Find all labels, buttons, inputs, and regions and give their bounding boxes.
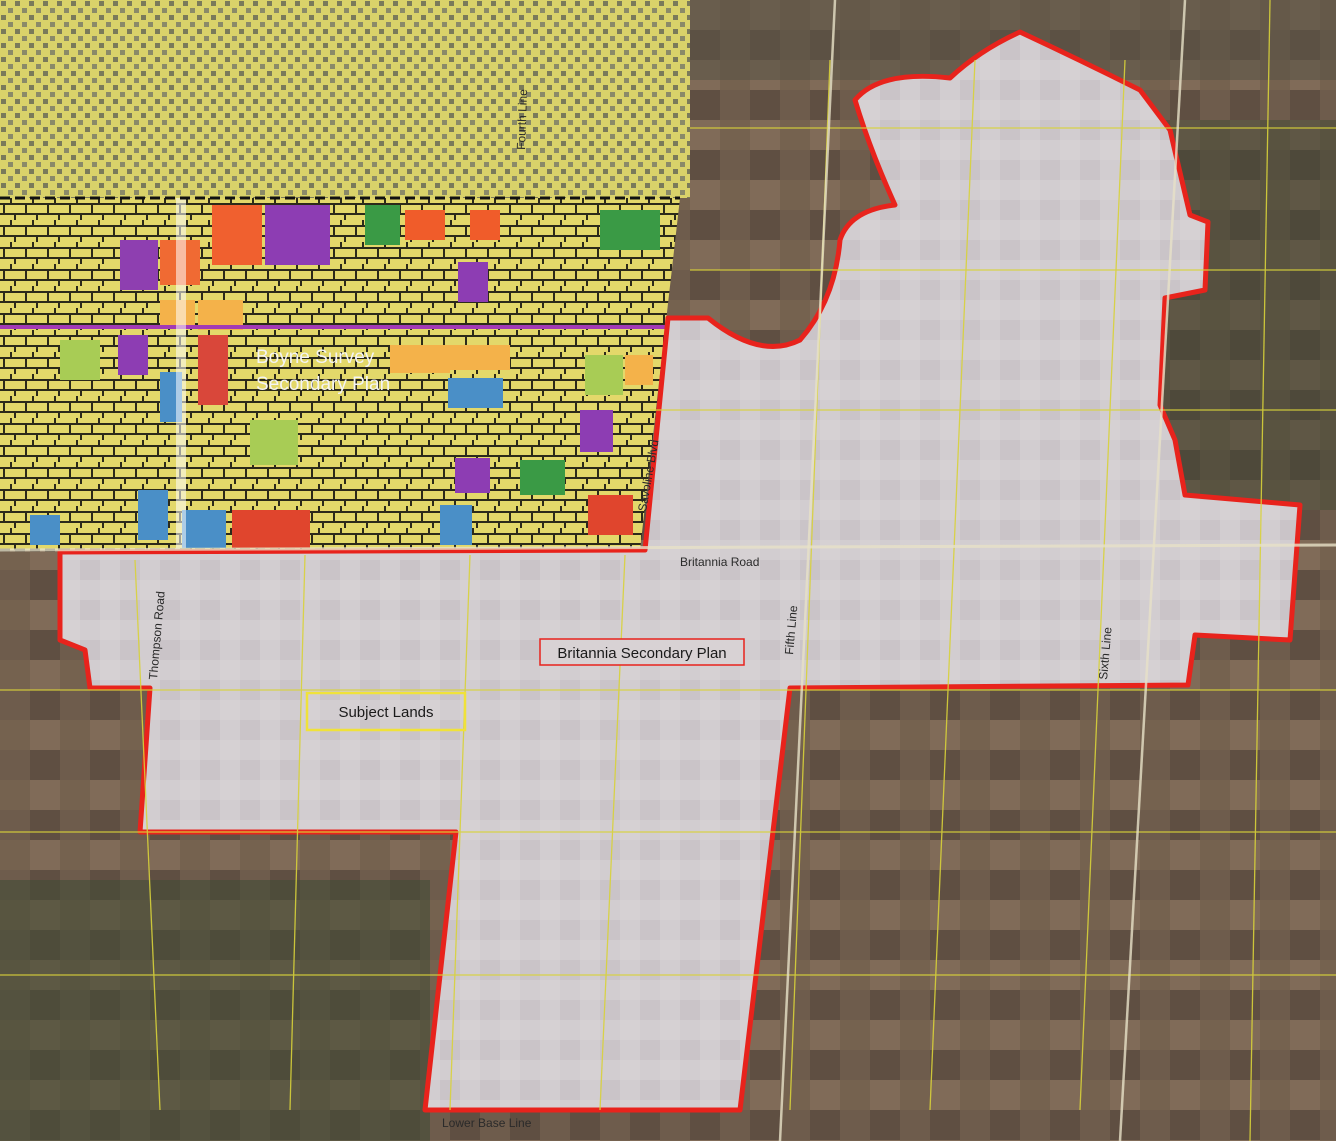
fourth-line-label: Fourth Line [514,89,530,150]
sixth-line-label: Sixth Line [1096,626,1115,680]
residential-north [0,0,690,198]
britannia-road-label: Britannia Road [680,555,759,569]
britannia-plan-label-box [539,638,745,666]
britannia-plan-area [57,29,1303,1113]
boyne-survey-plan-area [0,198,680,550]
boyne-plan-label-line1: Boyne Survey [256,347,375,368]
farmland-dark-right [1160,120,1336,510]
britannia-road-line [0,543,1336,552]
subject-lands-box [305,691,467,732]
boyne-plan-label-line2: Secondary Plan [256,374,390,395]
subject-lands-label: Subject Lands [338,704,433,721]
fifth-line-label: Fifth Line [782,605,800,656]
britannia-plan-label: Britannia Secondary Plan [557,645,726,662]
fifth-line-road [778,0,837,1141]
sixth-line-road [1118,0,1187,1141]
farmland-dark-lower [0,880,430,1141]
lower-base-line-label: Lower Base Line [442,1116,532,1130]
